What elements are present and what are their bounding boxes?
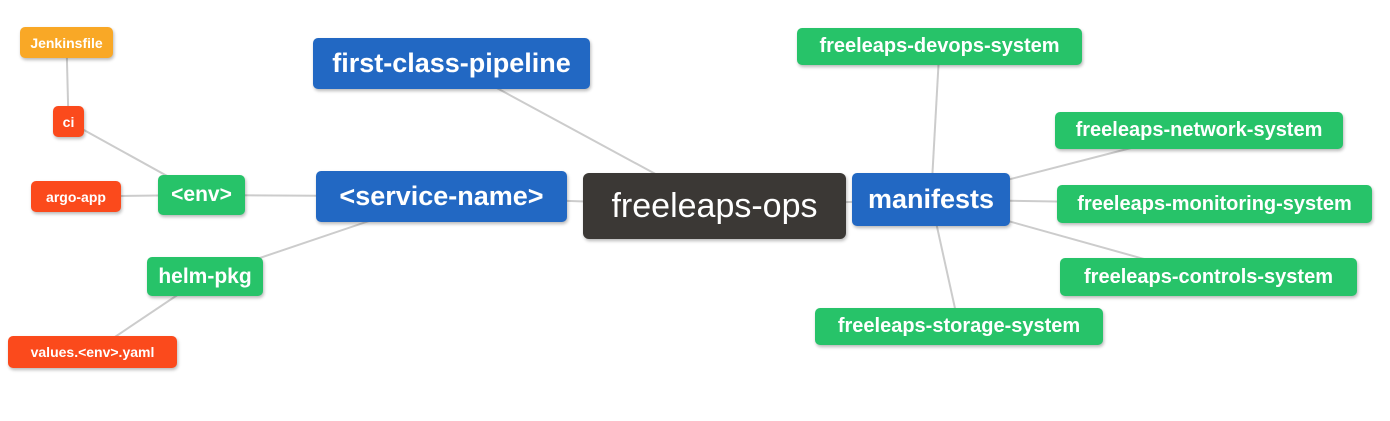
node-service-name[interactable]: <service-name> [316, 171, 567, 222]
node-label-controls-system: freeleaps-controls-system [1084, 265, 1333, 288]
node-label-manifests: manifests [867, 184, 995, 214]
node-devops-system[interactable]: freeleaps-devops-system [797, 28, 1082, 65]
node-argo-app[interactable]: argo-app [31, 181, 121, 212]
node-label-service-name: <service-name> [339, 181, 544, 211]
node-first-class-pipeline[interactable]: first-class-pipeline [313, 38, 590, 89]
node-controls-system[interactable]: freeleaps-controls-system [1060, 258, 1357, 296]
node-label-ci: ci [62, 113, 75, 130]
node-storage-system[interactable]: freeleaps-storage-system [815, 308, 1103, 345]
node-label-first-class-pipeline: first-class-pipeline [332, 48, 571, 78]
node-env[interactable]: <env> [158, 175, 245, 215]
node-label-storage-system: freeleaps-storage-system [837, 315, 1081, 337]
node-ci[interactable]: ci [53, 106, 84, 137]
node-label-values-env-yaml: values.<env>.yaml [30, 344, 155, 360]
node-label-helm-pkg: helm-pkg [158, 264, 252, 288]
node-label-monitoring-system: freeleaps-monitoring-system [1077, 192, 1352, 215]
node-values-env-yaml[interactable]: values.<env>.yaml [8, 336, 177, 368]
node-monitoring-system[interactable]: freeleaps-monitoring-system [1057, 185, 1372, 223]
node-label-env: <env> [171, 183, 232, 206]
node-label-freeleaps-ops: freeleaps-ops [611, 186, 818, 225]
node-label-network-system: freeleaps-network-system [1075, 119, 1323, 141]
node-label-jenkinsfile: Jenkinsfile [30, 34, 103, 51]
node-helm-pkg[interactable]: helm-pkg [147, 257, 263, 296]
node-freeleaps-ops[interactable]: freeleaps-ops [583, 173, 846, 239]
node-network-system[interactable]: freeleaps-network-system [1055, 112, 1343, 149]
node-jenkinsfile[interactable]: Jenkinsfile [20, 27, 113, 58]
node-manifests[interactable]: manifests [852, 173, 1010, 226]
node-label-argo-app: argo-app [46, 188, 106, 205]
node-label-devops-system: freeleaps-devops-system [819, 35, 1060, 57]
